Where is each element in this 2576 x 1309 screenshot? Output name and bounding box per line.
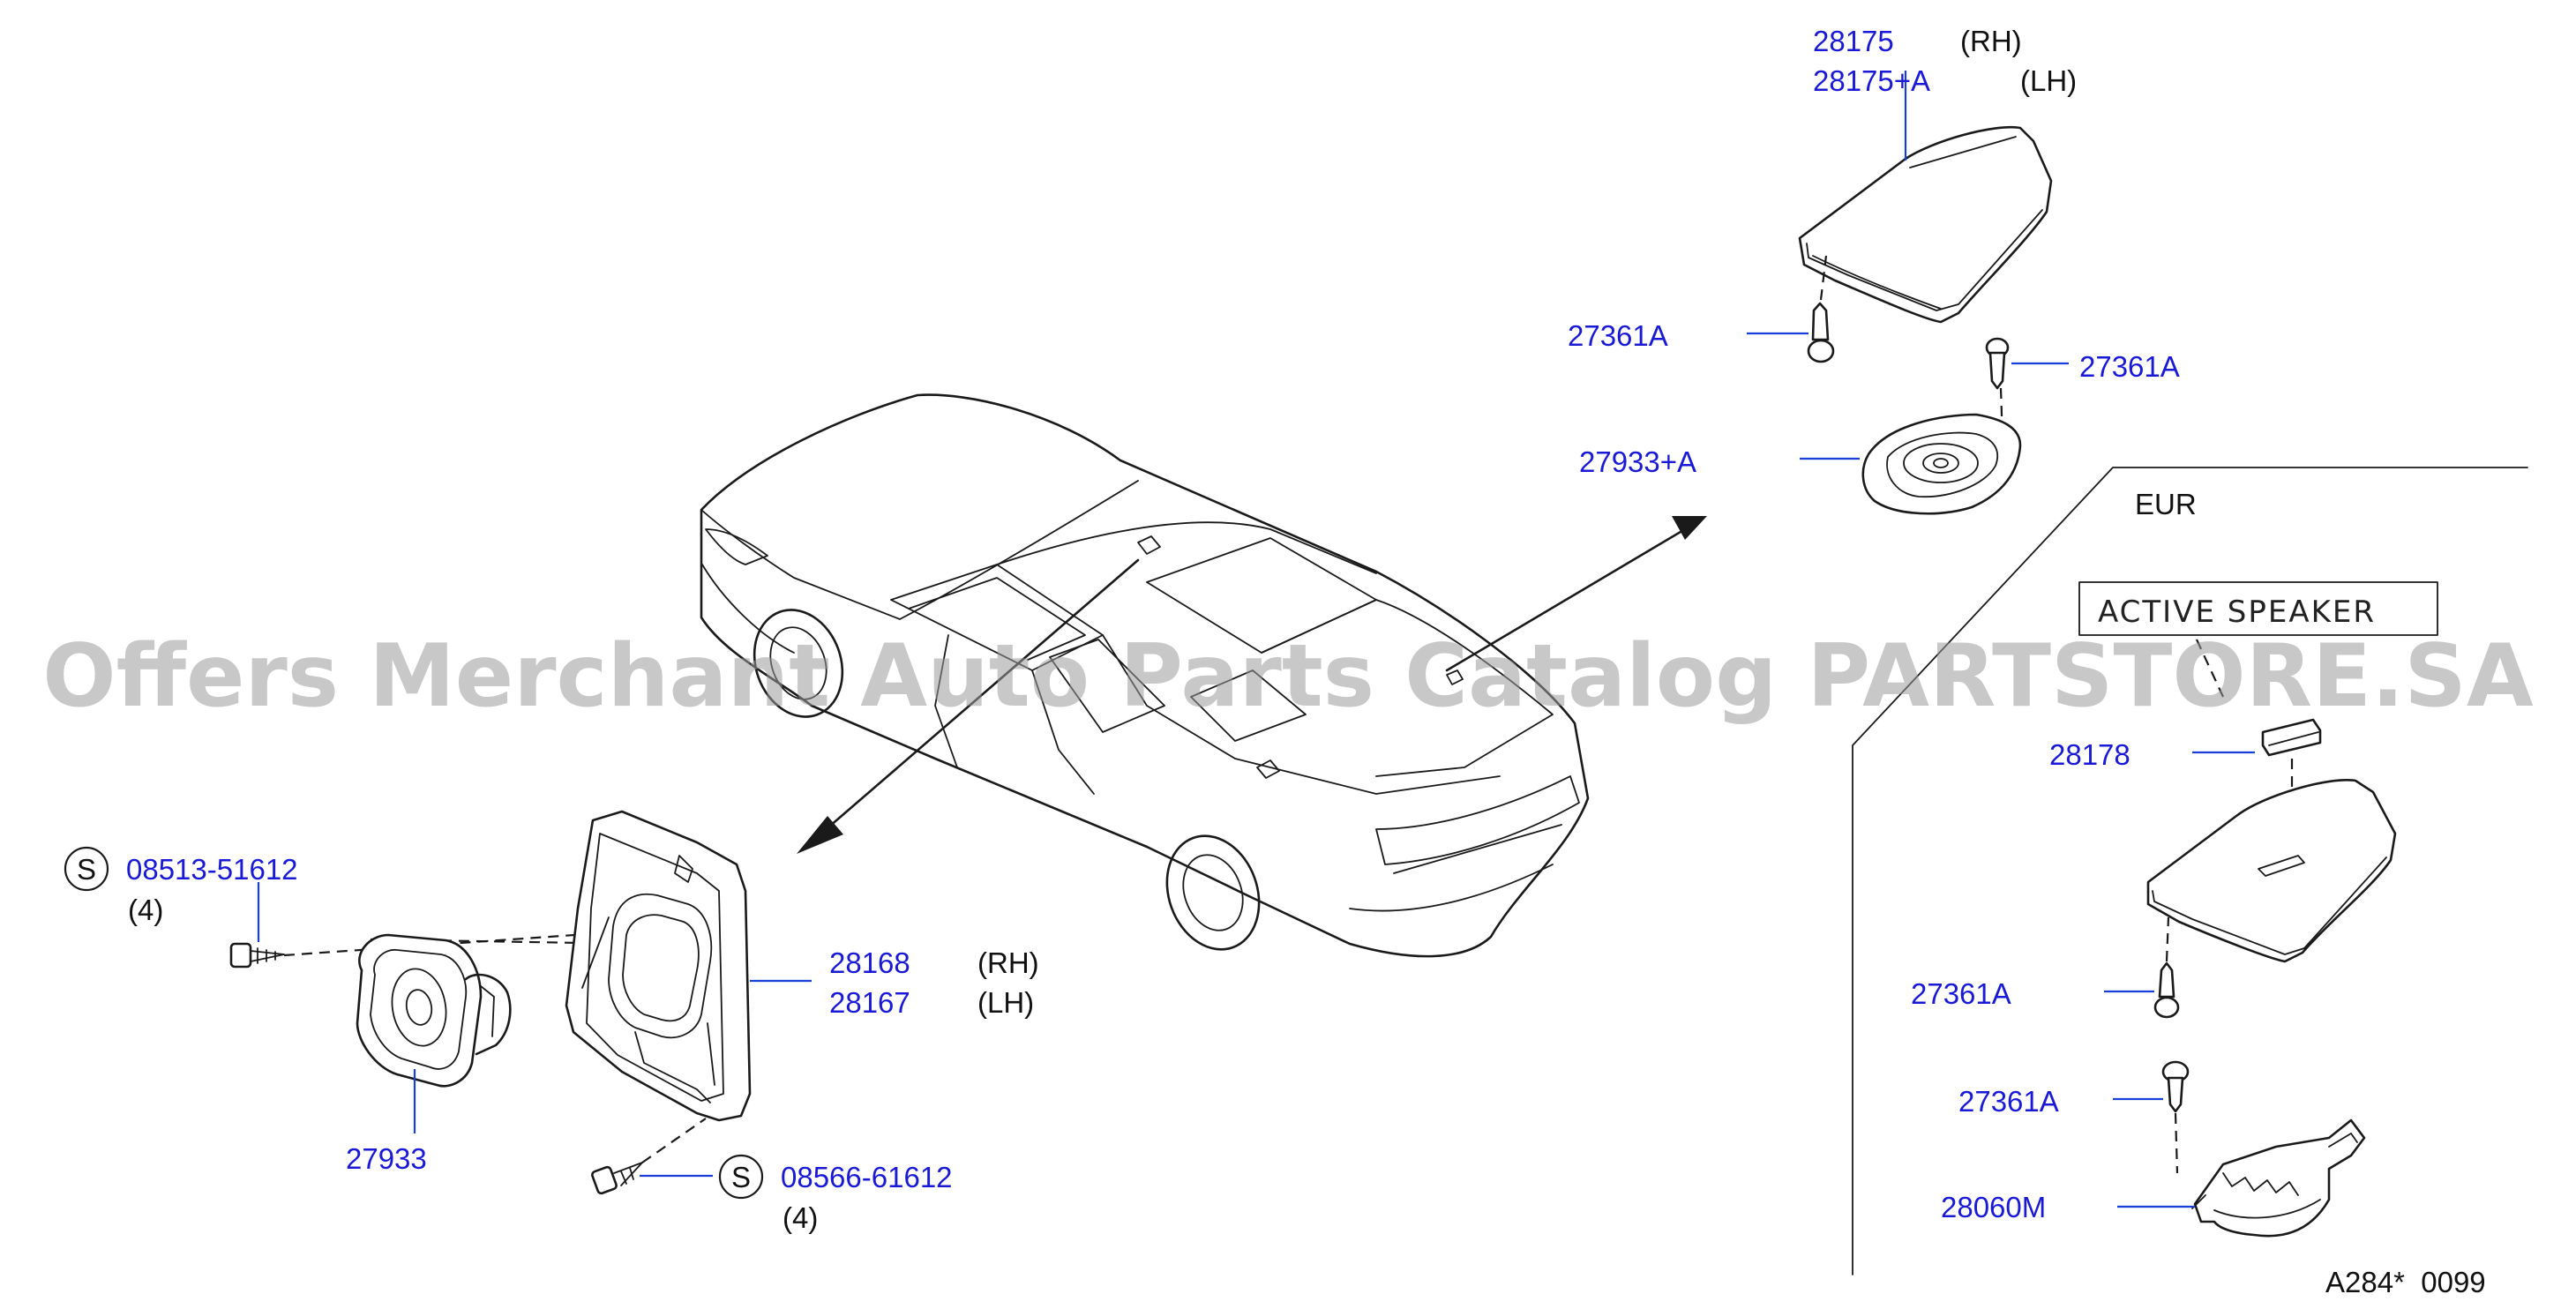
speaker-bracket-28168 [565, 810, 752, 1122]
label-27933a: 27933+A [1579, 445, 1696, 478]
sticker-active-speaker: ACTIVE SPEAKER [2098, 595, 2376, 630]
speaker-27933a [1861, 413, 2022, 515]
label-27361a-right: 27361A [2079, 350, 2180, 383]
label-28167: 28167 [829, 986, 910, 1019]
speaker-27933 [356, 933, 512, 1088]
label-eur: EUR [2135, 488, 2197, 520]
clip-28178 [2261, 718, 2322, 757]
screw-08513 [229, 942, 285, 969]
shelf-speaker-group [1747, 71, 2069, 515]
locator-arrows [797, 516, 1707, 854]
label-27933: 27933 [346, 1142, 427, 1175]
screw-27361a-eur1 [2153, 961, 2180, 1019]
label-08513: 08513-51612 [126, 853, 298, 886]
label-08513-qty: (4) [128, 894, 163, 926]
s-symbol-08566 [718, 1154, 764, 1200]
label-27361a-left: 27361A [1568, 319, 1668, 352]
label-28175-side: (RH) [1960, 25, 2022, 57]
s-symbol-08513 [64, 846, 109, 892]
screw-27361a-left [1807, 302, 1835, 363]
speaker-cover-eur [2146, 779, 2397, 963]
s-symbol-08566-letter: S [731, 1161, 751, 1193]
label-27361a-eur2: 27361A [1958, 1085, 2059, 1118]
label-28168-side: (RH) [977, 946, 1039, 979]
watermark-text: Offers Merchant Auto Parts Catalog PARTS… [42, 626, 2534, 727]
screw-27361a-right [1985, 337, 2010, 390]
s-symbol-08513-letter: S [77, 853, 96, 886]
label-28178: 28178 [2049, 738, 2130, 771]
door-speaker-group [229, 810, 812, 1195]
label-08566-qty: (4) [783, 1201, 818, 1234]
label-28167-side: (LH) [977, 986, 1034, 1019]
label-28175a-side: (LH) [2020, 64, 2077, 97]
label-08566: 08566-61612 [781, 1161, 953, 1193]
label-28175a: 28175+A [1813, 64, 1930, 97]
label-28175: 28175 [1813, 25, 1894, 57]
label-27361a-eur1: 27361A [1911, 977, 2011, 1010]
screw-08566 [591, 1162, 643, 1195]
speaker-cover-28175 [1798, 125, 2053, 324]
car-illustration [700, 393, 1590, 958]
diagram-code: A284* 0099 [2325, 1266, 2486, 1298]
amplifier-28060m [2191, 1118, 2366, 1238]
screw-27361a-eur2 [2161, 1060, 2190, 1113]
eur-panel [1852, 467, 2528, 1275]
label-28168: 28168 [829, 946, 910, 979]
label-28060m: 28060M [1941, 1191, 2046, 1223]
